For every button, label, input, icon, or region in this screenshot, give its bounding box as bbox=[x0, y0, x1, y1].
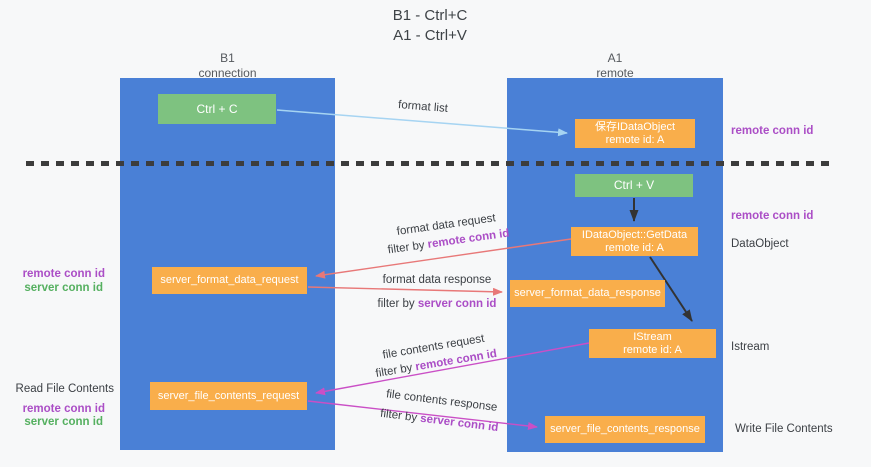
node-server-file-contents-response-label: server_file_contents_response bbox=[550, 423, 700, 435]
annotation-server-conn-id-top-left: server conn id bbox=[24, 282, 103, 294]
node-server-format-data-response-label: server_format_data_response bbox=[514, 287, 661, 299]
filter-by-text: filter by bbox=[387, 238, 429, 257]
node-server-file-contents-request: server_file_contents_request bbox=[150, 382, 307, 410]
annotation-remote-conn-id-top-right: remote conn id bbox=[731, 125, 814, 137]
lane-b1-role: connection bbox=[198, 66, 257, 80]
filter-by-text: filter by bbox=[374, 361, 417, 380]
diagram-title-line2: A1 - Ctrl+V bbox=[393, 27, 467, 44]
phase-divider-dashed-line bbox=[26, 161, 834, 166]
annotation-istream: Istream bbox=[731, 341, 770, 353]
annotation-dataobject: DataObject bbox=[731, 238, 789, 250]
node-ctrl-c-label: Ctrl + C bbox=[196, 101, 238, 116]
node-server-file-contents-response: server_file_contents_response bbox=[545, 416, 705, 443]
node-save-idataobject: 保存IDataObject remote id: A bbox=[575, 119, 695, 148]
lane-a1-role: remote bbox=[596, 66, 634, 80]
annotation-remote-conn-id-top-left: remote conn id bbox=[22, 268, 105, 280]
edge-label-format-list: format list bbox=[378, 96, 469, 117]
node-ctrl-v-label: Ctrl + V bbox=[613, 178, 655, 192]
annotation-remote-conn-id-bottom-left: remote conn id bbox=[22, 403, 105, 415]
node-ctrl-v: Ctrl + V bbox=[575, 174, 693, 197]
annotation-remote-conn-id-mid-right: remote conn id bbox=[731, 210, 814, 222]
node-idataobject-getdata: IDataObject::GetData remote id: A bbox=[571, 227, 698, 256]
node-server-format-data-request-label: server_format_data_request bbox=[160, 274, 299, 286]
server-conn-id-highlight: server conn id bbox=[419, 412, 500, 435]
edge-label-format-list-text: format list bbox=[397, 99, 449, 115]
annotation-server-conn-id-bottom-left: server conn id bbox=[24, 416, 103, 428]
annotation-write-file-contents: Write File Contents bbox=[735, 423, 833, 435]
lane-header-a1: A1 remote bbox=[507, 51, 723, 81]
lane-b1-name: B1 bbox=[220, 51, 235, 65]
node-ctrl-c: Ctrl + C bbox=[158, 94, 276, 124]
edge-label-file-contents-request: file contents request filter by remote c… bbox=[343, 324, 526, 387]
lane-a1-name: A1 bbox=[607, 51, 623, 65]
server-conn-id-highlight: server conn id bbox=[417, 298, 497, 310]
diagram-title: B1 - Ctrl+C A1 - Ctrl+V bbox=[0, 6, 860, 46]
lane-header-b1: B1 connection bbox=[120, 51, 335, 81]
node-save-idataobject-line1: 保存IDataObject bbox=[594, 120, 676, 133]
node-istream-line2: remote id: A bbox=[623, 343, 682, 356]
node-save-idataobject-line2: remote id: A bbox=[605, 133, 665, 146]
annotation-read-file-contents: Read File Contents bbox=[15, 383, 114, 395]
node-server-file-contents-request-label: server_file_contents_request bbox=[157, 389, 300, 402]
edge-label-format-data-response-line1: format data response bbox=[382, 274, 492, 286]
filter-by-text: filter by bbox=[377, 298, 418, 310]
node-istream: IStream remote id: A bbox=[589, 329, 716, 358]
node-getdata-line2: remote id: A bbox=[605, 241, 664, 254]
filter-by-text: filter by bbox=[379, 407, 421, 425]
node-server-format-data-response: server_format_data_response bbox=[510, 280, 665, 307]
node-server-format-data-request: server_format_data_request bbox=[152, 267, 307, 294]
diagram-title-line1: B1 - Ctrl+C bbox=[392, 7, 468, 24]
edge-label-format-data-response-filter: filter by server conn id bbox=[352, 297, 522, 311]
node-getdata-line1: IDataObject::GetData bbox=[581, 228, 688, 241]
edge-label-format-data-response: format data response filter by server co… bbox=[352, 273, 522, 311]
node-istream-line1: IStream bbox=[633, 330, 672, 343]
